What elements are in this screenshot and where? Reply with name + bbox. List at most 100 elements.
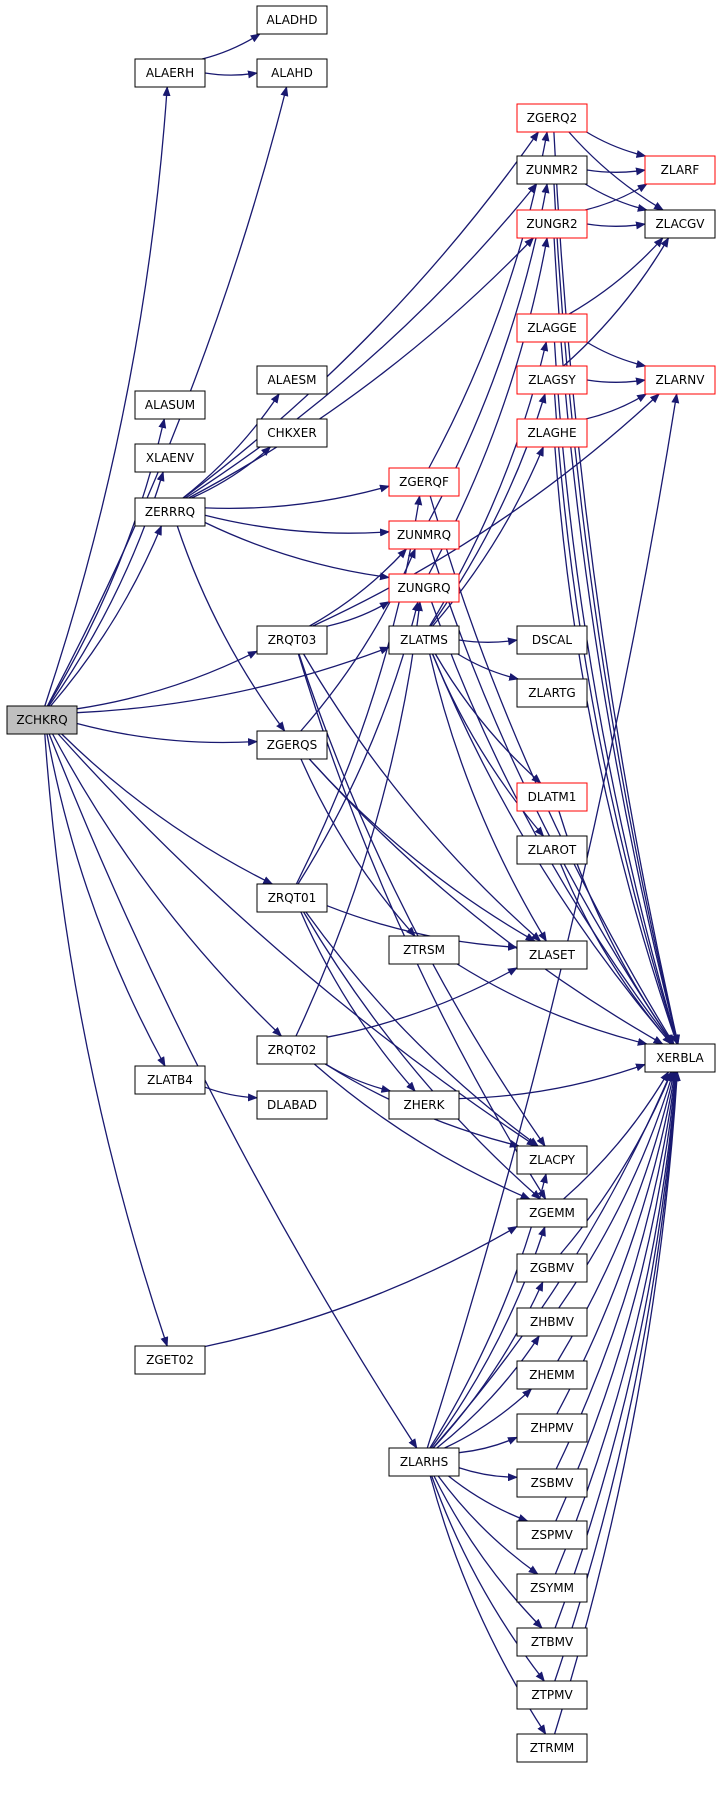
edge-zrqt01-to-zherk (300, 911, 416, 1092)
node-zlartg[interactable]: ZLARTG (516, 678, 588, 708)
node-dlabad[interactable]: DLABAD (256, 1090, 328, 1120)
node-box (516, 365, 588, 395)
node-ztrmm[interactable]: ZTRMM (516, 1733, 588, 1763)
edge-zlarhs-to-zsymm (437, 1475, 539, 1575)
node-box (388, 573, 460, 603)
node-alaerh[interactable]: ALAERH (134, 58, 206, 88)
node-alaesm[interactable]: ALAESM (256, 365, 328, 395)
node-box (516, 1307, 588, 1337)
node-box (516, 1198, 588, 1228)
edge-zrqt03-to-zungrq (326, 601, 390, 627)
edge-zsymm-to-xerbla (554, 1071, 680, 1575)
node-zgerqf[interactable]: ZGERQF (388, 467, 460, 497)
node-box (256, 365, 328, 395)
node-label: ZSPMV (531, 1528, 573, 1542)
node-zhemm[interactable]: ZHEMM (516, 1360, 588, 1390)
node-zget02[interactable]: ZGET02 (134, 1345, 206, 1375)
node-label: ZGERQ2 (527, 111, 578, 125)
edge-zungr2-to-zlarf (585, 183, 648, 211)
edge-ztrsm-to-xerbla (456, 963, 648, 1046)
node-box (516, 1413, 588, 1443)
node-zrqt02[interactable]: ZRQT02 (256, 1035, 328, 1065)
node-box (516, 678, 588, 708)
edge-zherk-to-xerbla (458, 1063, 646, 1100)
node-label: ZTBMV (531, 1635, 574, 1649)
node-zlacgv[interactable]: ZLACGV (644, 209, 716, 239)
edge-zgerq2-to-xerbla (553, 131, 681, 1045)
node-zerrrq[interactable]: ZERRRQ (134, 497, 206, 527)
node-zlarf[interactable]: ZLARF (644, 155, 716, 185)
node-zlatb4[interactable]: ZLATB4 (134, 1065, 206, 1095)
node-label: ZGET02 (146, 1353, 194, 1367)
edge-zget02-to-zgemm (204, 1225, 518, 1348)
node-label: ALAHD (271, 66, 313, 80)
node-label: ALADHD (267, 13, 318, 27)
node-zsymm[interactable]: ZSYMM (516, 1573, 588, 1603)
node-zlaset[interactable]: ZLASET (516, 940, 588, 970)
node-box (256, 625, 328, 655)
node-zgerq2[interactable]: ZGERQ2 (516, 103, 588, 133)
edge-zunmr2-to-zlarf (586, 167, 646, 176)
node-box (256, 1035, 328, 1065)
node-label: ZLATB4 (147, 1073, 193, 1087)
nodes-layer: ZCHKRQ ALAERH ALADHD ALAHD ALASUM XLAENV ZERRR… (6, 5, 716, 1763)
node-zlarhs[interactable]: ZLARHS (388, 1447, 460, 1477)
node-zlacpy[interactable]: ZLACPY (516, 1145, 588, 1175)
edge-alaerh-to-alahd (204, 70, 258, 79)
node-chkxer[interactable]: CHKXER (256, 418, 328, 448)
node-label: DSCAL (532, 633, 572, 647)
node-label: ZTRMM (530, 1741, 575, 1755)
node-label: ZLARF (661, 163, 700, 177)
node-zgerqs[interactable]: ZGERQS (256, 730, 328, 760)
node-xlaenv[interactable]: XLAENV (134, 443, 206, 473)
node-zrqt03[interactable]: ZRQT03 (256, 625, 328, 655)
node-ztpmv[interactable]: ZTPMV (516, 1680, 588, 1710)
node-box (644, 209, 716, 239)
node-box (6, 705, 78, 735)
node-aladhd[interactable]: ALADHD (256, 5, 328, 35)
edge-zlarhs-to-zhemm (444, 1388, 533, 1449)
edge-zlarhs-to-ztbmv (433, 1475, 543, 1629)
node-zhbmv[interactable]: ZHBMV (516, 1307, 588, 1337)
node-dlatm1[interactable]: DLATM1 (516, 782, 588, 812)
node-zgbmv[interactable]: ZGBMV (516, 1253, 588, 1283)
node-box (516, 209, 588, 239)
node-alahd[interactable]: ALAHD (256, 58, 328, 88)
node-zrqt01[interactable]: ZRQT01 (256, 883, 328, 913)
node-zlarnv[interactable]: ZLARNV (644, 365, 716, 395)
node-zlagge[interactable]: ZLAGGE (516, 313, 588, 343)
node-xerbla[interactable]: XERBLA (644, 1043, 716, 1073)
node-zlarot[interactable]: ZLAROT (516, 835, 588, 865)
node-zchkrq[interactable]: ZCHKRQ (6, 705, 78, 735)
node-alasum[interactable]: ALASUM (134, 390, 206, 420)
edge-zlatms-to-dscal (458, 637, 518, 646)
node-zlagsy[interactable]: ZLAGSY (516, 365, 588, 395)
node-zlatms[interactable]: ZLATMS (388, 625, 460, 655)
node-label: ZSBMV (531, 1476, 574, 1490)
node-zhpmv[interactable]: ZHPMV (516, 1413, 588, 1443)
node-ztrsm[interactable]: ZTRSM (388, 935, 460, 965)
edge-zrqt02-to-zgemm (313, 1063, 531, 1200)
node-zungrq[interactable]: ZUNGRQ (388, 573, 460, 603)
edge-zrqt03-to-zlarnv (312, 393, 660, 627)
node-zlaghe[interactable]: ZLAGHE (516, 418, 588, 448)
edge-zlarhs-to-ztpmv (431, 1475, 545, 1682)
node-label: ZGERQS (267, 738, 318, 752)
node-box (134, 1345, 206, 1375)
node-zgemm[interactable]: ZGEMM (516, 1198, 588, 1228)
node-box (256, 730, 328, 760)
node-box (256, 1090, 328, 1120)
node-zspmv[interactable]: ZSPMV (516, 1520, 588, 1550)
node-zherk[interactable]: ZHERK (388, 1090, 460, 1120)
node-zsbmv[interactable]: ZSBMV (516, 1468, 588, 1498)
edge-zchkrq-to-zerrrq (50, 525, 163, 707)
node-ztbmv[interactable]: ZTBMV (516, 1627, 588, 1657)
node-label: XERBLA (656, 1051, 704, 1065)
node-zungr2[interactable]: ZUNGR2 (516, 209, 588, 239)
edge-zlatms-to-zlaghe (432, 446, 544, 627)
node-dscal[interactable]: DSCAL (516, 625, 588, 655)
node-zunmrq[interactable]: ZUNMRQ (388, 520, 460, 550)
node-zunmr2[interactable]: ZUNMR2 (516, 155, 588, 185)
node-label: ZTPMV (531, 1688, 573, 1702)
